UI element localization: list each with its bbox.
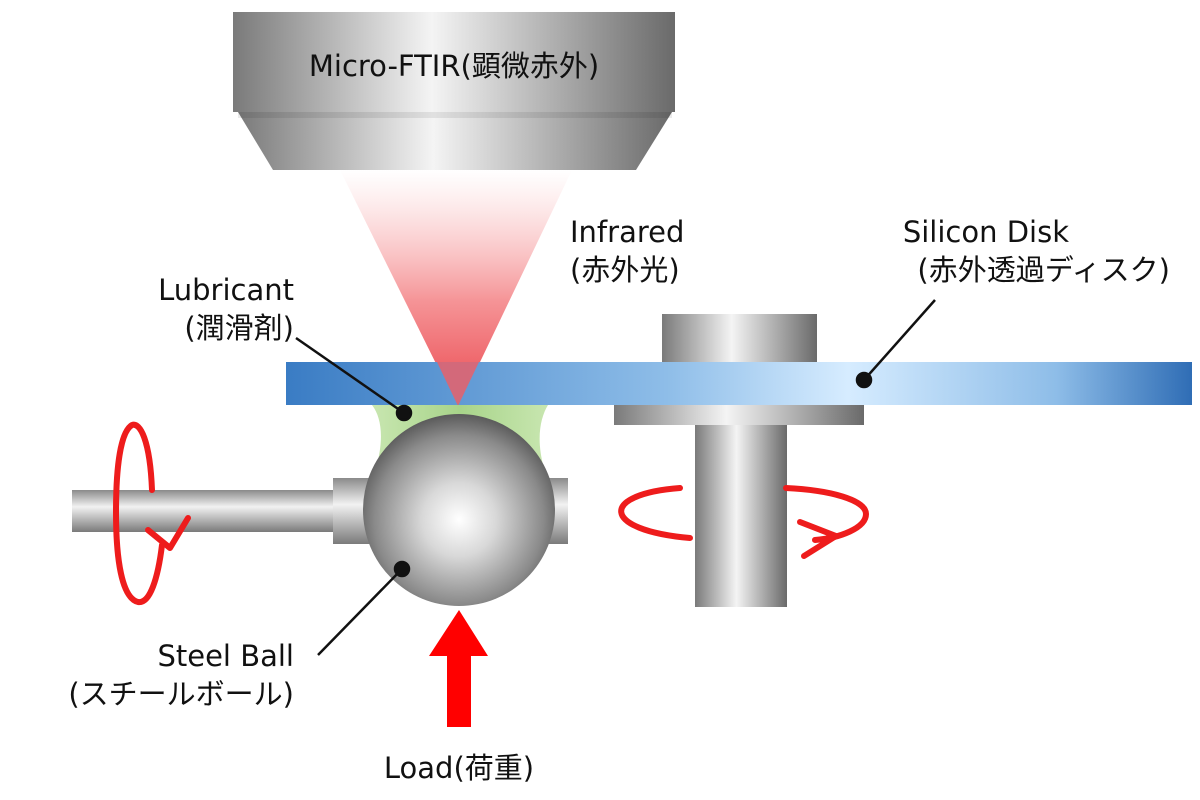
spindle-bottom-collar <box>614 405 864 425</box>
silicon-disk-label-en: Silicon Disk <box>903 215 1069 249</box>
rotation-arrow-horizontal-icon <box>618 485 870 559</box>
leader-lines <box>295 299 936 656</box>
rotation-arrow-vertical-icon <box>113 421 191 605</box>
leader-line-lubricant <box>295 336 405 415</box>
disk-spindle <box>614 314 864 607</box>
spindle-shaft <box>695 425 787 607</box>
microscope-nose-shade <box>238 112 672 118</box>
microscope-label: Micro-FTIR(顕微赤外) <box>309 49 599 83</box>
leader-line-silicon-disk <box>863 299 936 381</box>
leader-line-steel-ball <box>317 568 403 656</box>
spindle-top-collar <box>662 314 817 362</box>
up-arrow-icon <box>429 610 488 727</box>
microscope-nose <box>238 112 672 170</box>
lubricant-label-en: Lubricant <box>158 273 294 307</box>
steel-ball-label-en: Steel Ball <box>157 639 294 673</box>
silicon-disk <box>286 362 1192 405</box>
load-label: Load(荷重) <box>384 751 534 785</box>
infrared-label-en: Infrared <box>570 215 684 249</box>
microscope-objective <box>233 12 675 170</box>
steel-ball-label-jp: (スチールボール) <box>68 677 294 711</box>
steel-ball <box>363 414 555 606</box>
leader-dot-steel-ball <box>393 560 411 578</box>
infrared-label-jp: (赤外光) <box>570 253 680 287</box>
leader-dot-silicon-disk <box>855 371 873 389</box>
lubricant-label-jp: (潤滑剤) <box>184 311 294 345</box>
microscope-body <box>233 12 675 112</box>
silicon-disk-label-jp: (赤外透過ディスク) <box>917 253 1170 287</box>
infrared-beam <box>340 170 572 408</box>
beam-through-disk <box>437 362 479 406</box>
leader-dot-lubricant <box>395 404 413 422</box>
lubricant <box>372 405 548 468</box>
